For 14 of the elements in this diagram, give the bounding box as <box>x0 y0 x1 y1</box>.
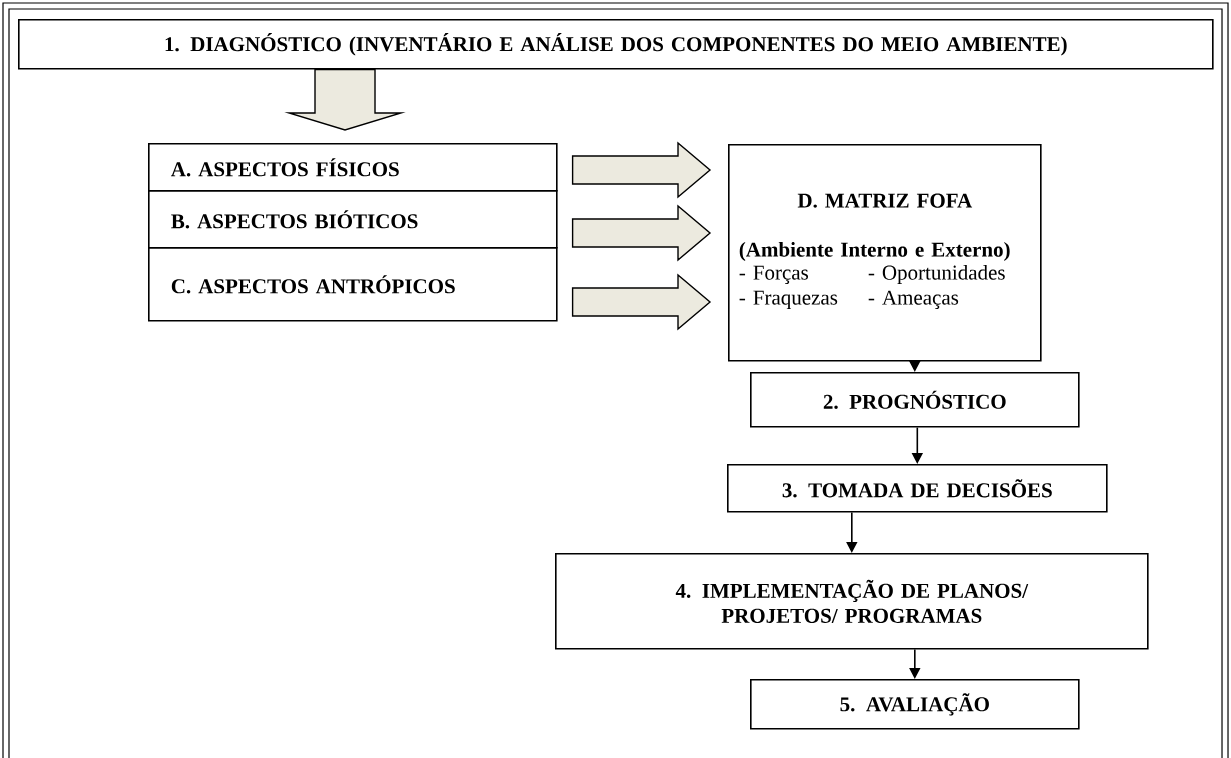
process-box: B. ASPECTOS BIÓTICOS <box>148 190 558 249</box>
arrow <box>909 360 921 372</box>
block-arrow <box>284 68 406 131</box>
process-box: C. ASPECTOS ANTRÓPICOS <box>148 247 558 322</box>
process-box: 1. DIAGNÓSTICO (INVENTÁRIO E ANÁLISE DOS COMPONENTES DO MEIO AMBIENTE) <box>18 19 1214 70</box>
process-box: 3. TOMADA DE DECISÕES <box>727 464 1108 513</box>
process-box: A. ASPECTOS FÍSICOS <box>148 143 558 192</box>
block-arrow <box>571 204 712 262</box>
block-arrow <box>571 273 712 331</box>
matrix-box: D. MATRIZ FOFA (Ambiente Interno e Externo) - Forças - Oportunidades - Fraquezas - Ameaças <box>728 144 1042 362</box>
block-arrow <box>571 141 712 199</box>
process-box: 2. PROGNÓSTICO <box>750 372 1080 428</box>
process-box: 4. IMPLEMENTAÇÃO DE PLANOS/ PROJETOS/ PROGRAMAS <box>555 553 1149 650</box>
process-box: 5. AVALIAÇÃO <box>750 679 1080 730</box>
